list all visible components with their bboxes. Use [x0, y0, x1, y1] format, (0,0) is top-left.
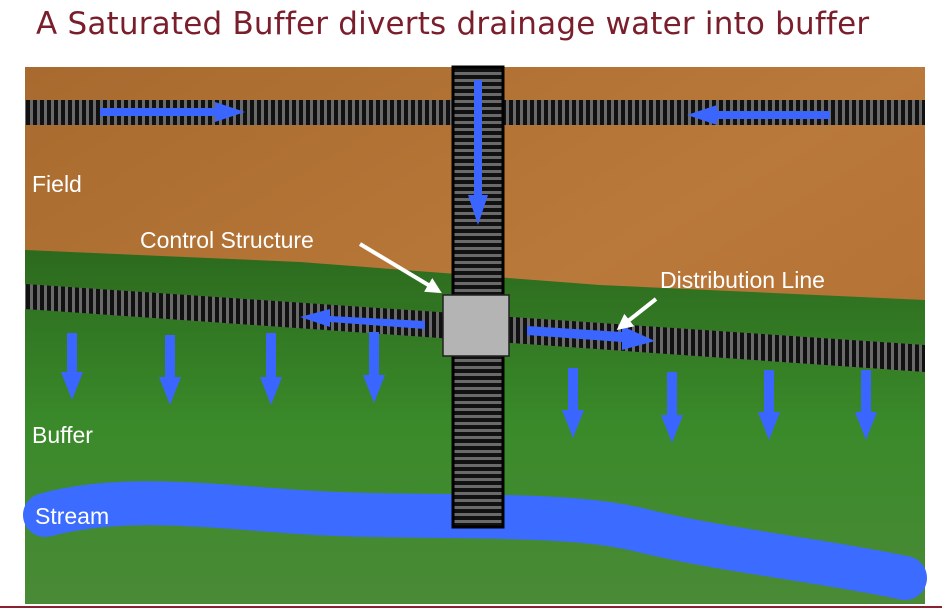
slide-title: A Saturated Buffer diverts drainage wate… [36, 6, 870, 42]
arrow-down-icon [661, 372, 683, 443]
arrow-left-icon [687, 105, 830, 125]
flow-arrows [100, 80, 830, 350]
arrow-right-icon [100, 102, 245, 122]
control-structure-box [442, 294, 510, 357]
arrow-down-icon [758, 370, 780, 440]
arrow-down-icon [855, 370, 877, 440]
arrow-right-icon [527, 326, 655, 350]
field-label: Field [32, 171, 82, 197]
bottom-rule [0, 606, 942, 608]
arrow-down-icon [260, 333, 282, 405]
arrow-down-icon [468, 80, 488, 225]
arrow-left-icon [300, 309, 425, 329]
seepage-arrows [61, 332, 877, 443]
arrow-down-icon [159, 335, 181, 405]
arrow-down-icon [562, 368, 584, 438]
arrow-down-icon [61, 333, 83, 400]
pointer-arrow-icon [358, 242, 442, 294]
control-structure-label: Control Structure [140, 227, 314, 253]
arrow-down-icon [363, 332, 385, 403]
pointer-arrow-icon [616, 297, 658, 330]
buffer-label: Buffer [32, 422, 93, 448]
stream-label: Stream [35, 503, 109, 529]
distribution-line-label: Distribution Line [660, 267, 825, 293]
